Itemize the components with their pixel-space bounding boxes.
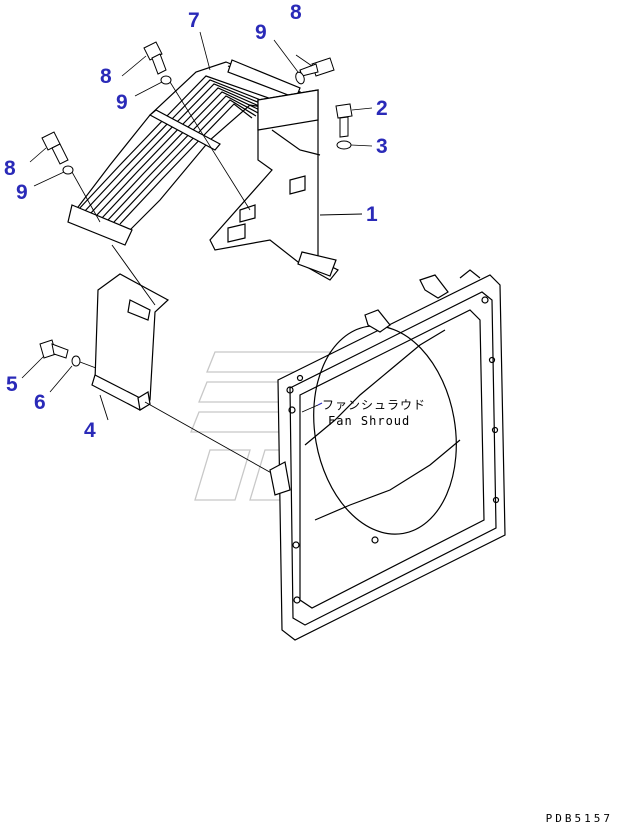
leader-washer-lower-left [33, 171, 65, 187]
washer-item-3 [336, 140, 352, 150]
leader-upper-left-assembly [169, 81, 251, 211]
cover-item-4 [91, 244, 170, 421]
washer-item-6 [71, 355, 81, 367]
fan-shroud-label-en: Fan Shroud [328, 414, 411, 428]
callout-1: 1 [366, 203, 378, 226]
fan-shroud-label-jp: ファンシュラウド [322, 398, 427, 412]
washer-upper-left [160, 75, 172, 85]
bracket-item-1 [209, 89, 363, 281]
leader-washer-item-3 [350, 144, 373, 147]
leader-bolt-5-to-cover [79, 361, 97, 369]
callout-9-upper-left: 9 [116, 91, 128, 114]
drawing-code: PDB5157 [545, 812, 613, 825]
callout-4: 4 [84, 419, 96, 442]
bolt-top-right [295, 54, 335, 77]
fan-shroud [269, 269, 506, 641]
washer-lower-left [62, 165, 74, 175]
washer-top-right [295, 71, 305, 85]
bolt-lower-left [29, 131, 69, 165]
callout-3: 3 [376, 135, 388, 158]
callout-6: 6 [34, 391, 46, 414]
callout-2: 2 [376, 97, 388, 120]
leader-washer-item-6 [49, 365, 73, 393]
callout-9-top: 9 [255, 21, 267, 44]
leader-washer-upper-left [134, 81, 163, 97]
callout-8-lower-left: 8 [4, 157, 16, 180]
wire-harness-band [67, 59, 302, 246]
callout-7: 7 [188, 9, 200, 32]
leader-washer-top-right [273, 39, 299, 73]
callout-5: 5 [6, 373, 18, 396]
bolt-item-2 [335, 103, 373, 138]
leader-cover-to-shroud [144, 401, 276, 476]
leader-lower-left-assembly [71, 171, 101, 223]
bolt-upper-left [121, 41, 167, 77]
leader-item-7 [199, 31, 211, 71]
callout-8-top: 8 [290, 1, 302, 24]
callout-8-upper-left: 8 [100, 65, 112, 88]
bolt-item-5 [21, 339, 69, 379]
callout-9-lower-left: 9 [16, 181, 28, 204]
